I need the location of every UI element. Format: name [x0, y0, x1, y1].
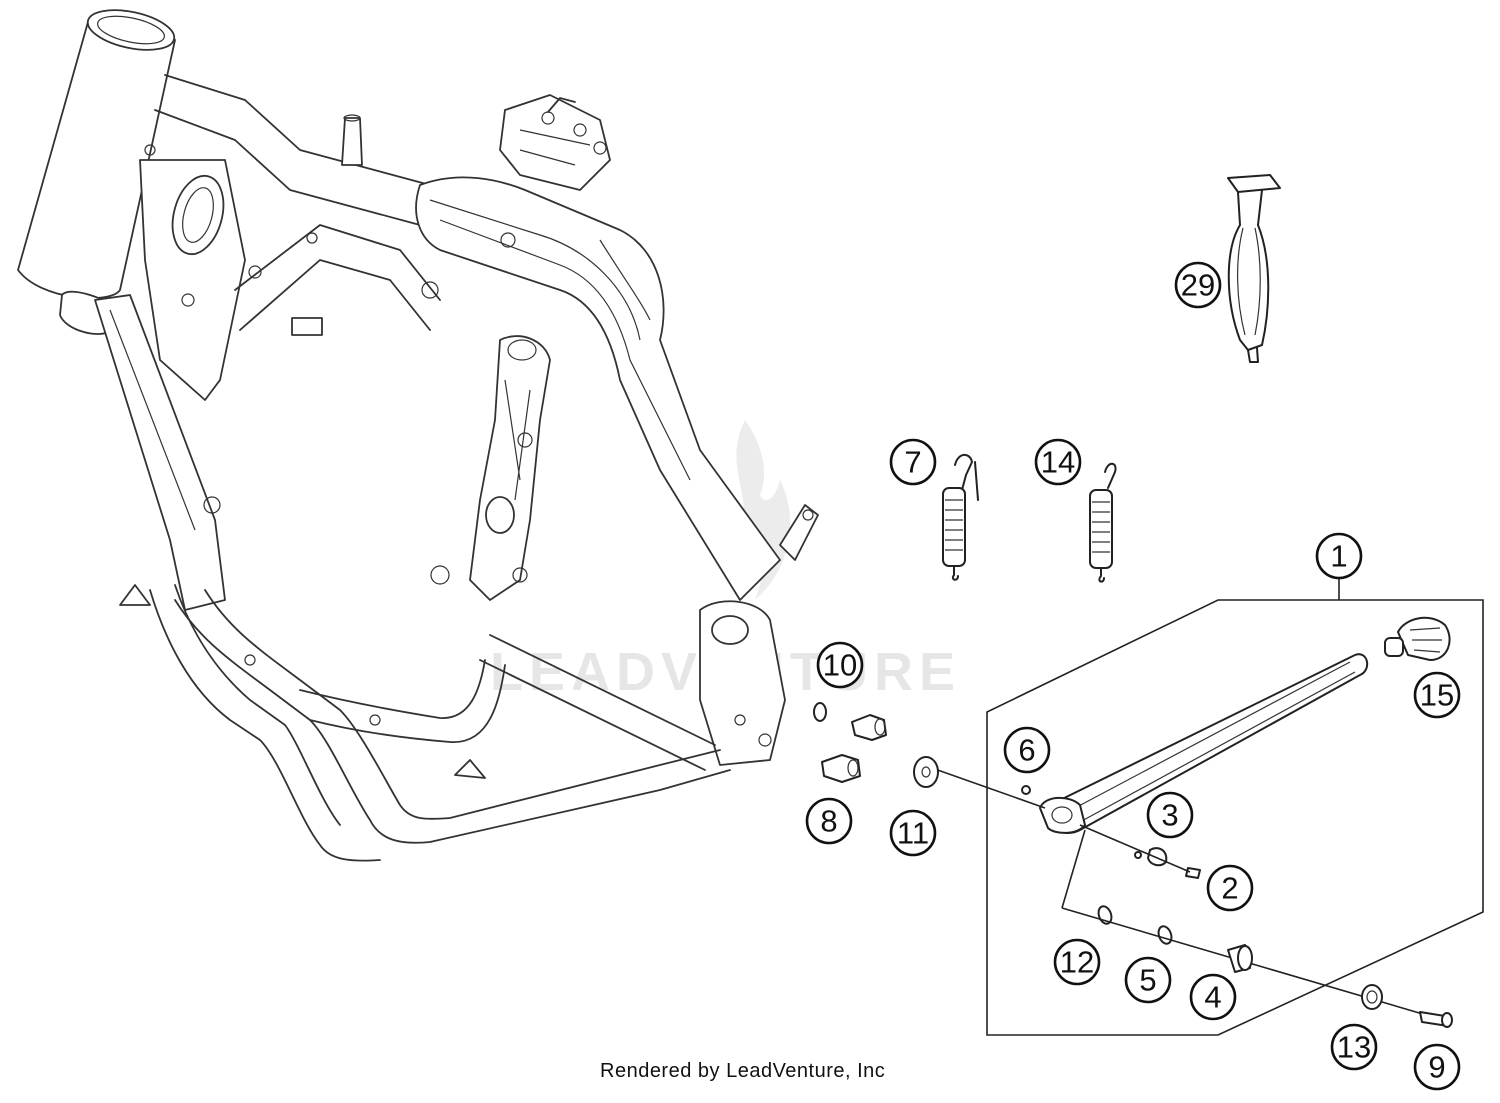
callout-15-label: 15: [1420, 678, 1454, 713]
frame-drawing[interactable]: [17, 3, 819, 862]
callout-5[interactable]: 5: [1124, 956, 1172, 1004]
render-credit: Rendered by LeadVenture, Inc: [600, 1060, 886, 1082]
callout-1-label: 1: [1330, 539, 1347, 574]
callout-6-label: 6: [1018, 733, 1035, 768]
callout-9[interactable]: 9: [1413, 1043, 1461, 1091]
callout-3-label: 3: [1161, 798, 1178, 833]
callout-8-label: 8: [820, 804, 837, 839]
callout-2-label: 2: [1221, 871, 1238, 906]
callout-9-label: 9: [1428, 1050, 1445, 1085]
spring-7[interactable]: [942, 453, 979, 581]
callout-7-label: 7: [904, 445, 921, 480]
callout-29-label: 29: [1181, 268, 1215, 303]
callout-10[interactable]: 10: [816, 641, 864, 689]
callout-13[interactable]: 13: [1330, 1023, 1378, 1071]
side-stand-group[interactable]: [931, 578, 1484, 1036]
callout-12-label: 12: [1060, 945, 1094, 980]
loose-parts[interactable]: [813, 702, 939, 788]
callout-3[interactable]: 3: [1146, 791, 1194, 839]
callout-6[interactable]: 6: [1003, 726, 1051, 774]
callout-8[interactable]: 8: [805, 797, 853, 845]
spring-14[interactable]: [1089, 462, 1117, 583]
callout-15[interactable]: 15: [1413, 671, 1461, 719]
callout-14[interactable]: 14: [1034, 438, 1082, 486]
tool-29[interactable]: [1227, 174, 1281, 363]
callout-13-label: 13: [1337, 1030, 1371, 1065]
callout-12[interactable]: 12: [1053, 938, 1101, 986]
callout-4[interactable]: 4: [1189, 973, 1237, 1021]
callout-14-label: 14: [1041, 445, 1075, 480]
callout-11[interactable]: 11: [889, 809, 937, 857]
callout-7[interactable]: 7: [889, 438, 937, 486]
callout-1[interactable]: 1: [1315, 532, 1363, 580]
callout-5-label: 5: [1139, 963, 1156, 998]
callout-4-label: 4: [1204, 980, 1221, 1015]
callout-29[interactable]: 29: [1174, 261, 1222, 309]
callout-2[interactable]: 2: [1206, 864, 1254, 912]
callout-10-label: 10: [823, 648, 857, 683]
callout-11-label: 11: [897, 816, 929, 851]
